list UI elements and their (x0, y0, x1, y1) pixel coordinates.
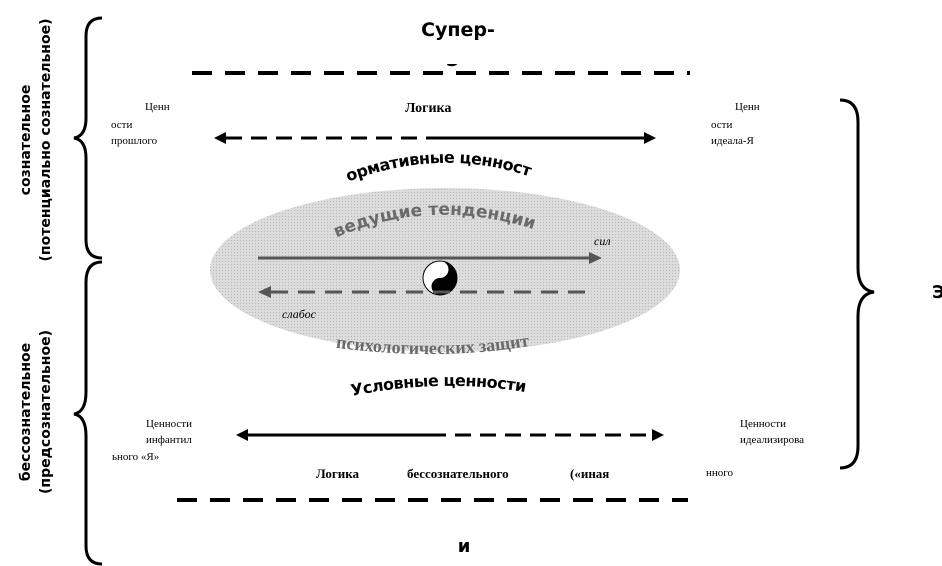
strong-label: сил (594, 234, 611, 248)
idealized-values-line3: нного (706, 467, 734, 479)
ideal-values-line2: ости (711, 119, 732, 131)
infantile-values-line2: инфантил (146, 434, 192, 446)
logic-top-label: Логика (405, 101, 451, 116)
infantile-values-line3: ьного «Я» (112, 451, 159, 463)
ego-label: Э (932, 282, 942, 303)
bottom-cut-glyph: и (458, 536, 471, 557)
logic-bottom-word1: Логика (316, 466, 360, 481)
strong-forces-arrow (258, 252, 602, 264)
weak-label: слабос (282, 307, 317, 321)
infantile-values-line1: Ценности (146, 418, 192, 430)
past-values-line1: Ценн (145, 101, 170, 113)
ideal-values-line1: Ценн (735, 101, 760, 113)
unconscious-label: бессознательное (18, 343, 34, 481)
ideal-values-line3: идеала-Я (711, 135, 755, 147)
logic-bottom-word3: («иная (570, 466, 609, 481)
yin-yang-icon (422, 260, 458, 296)
super-ego-label: Супер- (421, 19, 495, 41)
conscious-label: сознательное (18, 85, 34, 196)
logic-bottom-word2: бессознательного (407, 466, 509, 481)
ego-brace (839, 98, 875, 470)
weak-forces-arrow (258, 286, 590, 298)
idealized-values-line2: идеализирова (740, 434, 804, 446)
unconscious-brace (73, 260, 103, 566)
conditional-values-label: Условные ценности (349, 371, 527, 400)
past-values-line3: прошлого (111, 135, 158, 147)
top-logic-arrow (214, 132, 656, 144)
conscious-sublabel: (потенциально сознательное) (38, 19, 54, 262)
conscious-brace (73, 16, 103, 260)
unconscious-sublabel: (предсознательное) (38, 330, 54, 494)
past-values-line2: ости (111, 119, 132, 131)
bottom-logic-arrow (236, 429, 664, 441)
idealized-values-line1: Ценности (740, 418, 786, 430)
